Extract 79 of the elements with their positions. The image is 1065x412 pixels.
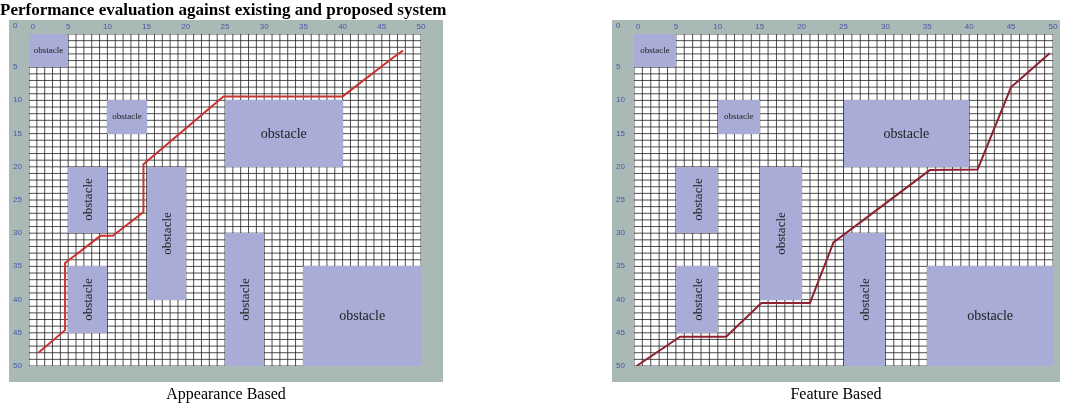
obstacle-label: obstacle	[238, 278, 252, 321]
diagram-title: Performance evaluation against existing and proposed system	[0, 0, 447, 19]
obstacle-label: obstacle	[339, 309, 386, 324]
obstacle-block	[68, 266, 108, 333]
axis-tick-label: 30	[880, 22, 890, 32]
obstacle-label: obstacle	[724, 112, 754, 122]
axis-tick-label: 50	[13, 361, 22, 371]
obstacle-label: obstacle	[81, 278, 95, 321]
obstacle-label: obstacle	[690, 278, 704, 321]
axis-tick-label: 15	[616, 128, 625, 139]
obstacle-label: obstacle	[690, 178, 704, 222]
axis-tick-label: 5	[65, 22, 71, 32]
obstacle-block	[717, 100, 760, 134]
axis-tick-label: 15	[755, 22, 765, 32]
axis-tick-label: 10	[616, 95, 625, 106]
axis-tick-label: 35	[616, 261, 625, 272]
obstacle-label: obstacle	[33, 46, 64, 56]
obstacle-block	[927, 266, 1053, 366]
axis-tick-label: 45	[1006, 22, 1016, 32]
axis-tick-label: 30	[616, 228, 625, 239]
obstacle-label: obstacle	[774, 211, 788, 255]
axis-tick-label: 50	[1048, 22, 1058, 32]
axis-tick-label: 35	[922, 22, 932, 32]
obstacle-block	[675, 266, 718, 333]
axis-tick-label: 5	[13, 62, 18, 73]
axis-tick-label: 5	[616, 62, 621, 73]
axis-tick-label: 25	[616, 195, 625, 205]
axis-tick-label: 15	[142, 22, 152, 32]
obstacle-block	[843, 233, 886, 366]
obstacle-block	[759, 166, 802, 300]
axis-tick-label: 15	[13, 128, 22, 139]
axis-tick-label: 40	[338, 22, 348, 32]
obstacle-label: obstacle	[260, 126, 307, 141]
axis-tick-label: 20	[181, 22, 191, 32]
axis-tick-label: 30	[259, 22, 269, 32]
axis-tick-label: 25	[839, 22, 848, 32]
obstacle-block	[68, 166, 108, 234]
obstacle-block	[634, 34, 676, 68]
axis-tick-label: 10	[13, 95, 22, 106]
obstacle-block	[303, 266, 421, 366]
obstacle-label: obstacle	[857, 278, 871, 321]
obstacle-label: obstacle	[159, 211, 173, 255]
axis-tick-label: 20	[797, 22, 807, 32]
axis-tick-label: 20	[616, 161, 625, 172]
obstacle-block	[107, 100, 147, 134]
axis-tick-label: 40	[13, 294, 22, 305]
axis-tick-label: 35	[298, 22, 308, 32]
obstacle-block	[675, 166, 718, 234]
axis-tick-label: 25	[13, 195, 22, 205]
panel-caption: Feature Based	[789, 384, 883, 404]
axis-tick-label: 45	[13, 327, 22, 338]
obstacle-label: obstacle	[81, 178, 95, 222]
axis-tick-label: 35	[13, 261, 22, 272]
axis-tick-label: 40	[964, 22, 974, 32]
axis-tick-label: 25	[220, 22, 230, 32]
axis-tick-label: 30	[13, 228, 22, 239]
obstacle-block	[225, 100, 343, 167]
axis-tick-label: 5	[673, 22, 679, 32]
axis-tick-label: 20	[13, 161, 22, 172]
obstacle-block	[29, 34, 69, 68]
axis-tick-label: 50	[416, 22, 426, 32]
axis-tick-label: 10	[713, 22, 723, 32]
axis-tick-label: 0	[616, 21, 621, 31]
obstacle-label: obstacle	[640, 46, 670, 56]
obstacle-label: obstacle	[967, 309, 1014, 324]
axis-tick-label: 45	[616, 327, 625, 338]
axis-tick-label: 0	[30, 22, 36, 32]
obstacle-block	[843, 100, 970, 167]
axis-tick-label: 10	[102, 22, 112, 32]
axis-tick-label: 50	[616, 361, 625, 371]
axis-tick-label: 40	[616, 294, 625, 305]
obstacle-label: obstacle	[112, 112, 142, 122]
axis-tick-label: 0	[635, 22, 641, 32]
obstacle-block	[225, 233, 265, 366]
obstacle-label: obstacle	[883, 126, 930, 141]
panel-caption: Appearance Based	[165, 384, 287, 404]
obstacle-block	[146, 166, 186, 300]
axis-tick-label: 0	[13, 21, 18, 31]
axis-tick-label: 45	[377, 22, 387, 32]
